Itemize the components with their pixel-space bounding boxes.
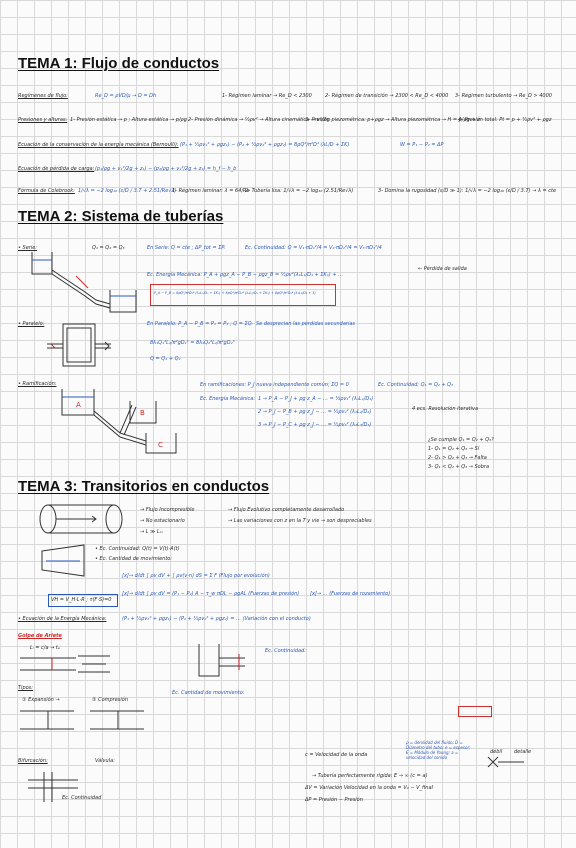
eq-golpe-ariete: Lᵢ = c/a → tₑ: [30, 645, 60, 651]
label-serie: • Serie:: [18, 245, 37, 251]
label-bernoulli: Ecuación de la conservación de la energí…: [18, 142, 179, 148]
label-ramificacion: • Ramificación:: [18, 381, 57, 387]
text-tuberia-rigida: → Tubería perfectamente rígida: E → ∞ (c…: [312, 773, 428, 779]
text-col-3: 3- Domina la rugosidad (ε/D ≫ 1): 1/√λ =…: [378, 188, 557, 194]
eq-serie-mecanica: Ec. Energía Mecánica: P_A + ρgz_A − P_B …: [147, 272, 344, 278]
text-celeridad-list: ρ = densidad del fluido; D = Diámetro de…: [406, 740, 471, 760]
eq-serie-box: P_A − P_B = 8ρQ²/π²D₁⁴ (λ₁L₁/D₁ + ΣK₁) +…: [154, 291, 316, 295]
label-tipos: Tipos:: [18, 685, 33, 691]
text-serie-perdida: ← Pérdida de salida: [418, 266, 467, 272]
label-ramificacion-mecanica: Ec. Energía Mecánica:: [200, 396, 256, 402]
text-reg-laminar: 1- Régimen laminar → Re_D < 2300: [222, 93, 312, 99]
text-ramificacion-q1: ¿Se cumple Q₁ = Q₂ + Q₃?: [428, 437, 494, 443]
text-evol-1: → Flujo Evolutivo completamente desarrol…: [228, 507, 345, 513]
bifurcacion-diagram: [26, 768, 81, 808]
eq-ramificacion-1: 1 → P_A − P_J + ρg z_A − … = ½ρv₁² (λ₁L₁…: [258, 396, 374, 402]
label-paralelo: • Paralelo:: [18, 321, 45, 327]
label-presiones: Presiones y alturas:: [18, 117, 68, 123]
text-flujo-2: → No estacionario: [140, 518, 185, 524]
label-bifurcacion: Bifurcación:: [18, 758, 48, 764]
text-tipo-compresion: ② Compresión: [92, 697, 129, 703]
section-title-tema-3: TEMA 3: Transitorios en conductos: [18, 478, 270, 495]
text-detalle: detalle: [514, 749, 532, 755]
text-pres-1: 1- Presión estática → p ; Altura estátic…: [70, 117, 187, 123]
serie-pipe-diagram: [30, 246, 140, 316]
text-pres-3: 3- Presión piezométrica: p+ρgz → Altura …: [305, 117, 480, 123]
reservoir-c-label: C: [158, 441, 163, 449]
paralelo-pipe-diagram: [45, 318, 115, 373]
golpe-ariete-diagram: [18, 652, 113, 688]
ramificacion-pipe-diagram: A B C: [60, 385, 180, 455]
text-serie-q: Q₁ = Q₂ = Q₃: [92, 245, 125, 251]
eq-paralelo: En Paralelo: P_A − P_B = P₁ = P₂ ; Q = Σ…: [147, 321, 253, 327]
text-ramificacion-resolucion: 4 ecs. Resolución iterativa: [412, 406, 479, 412]
eq-cmov-2: [x]→ d/dt ∫ ρv dV = (P₁ − P₂) A − τ_w πD…: [122, 591, 300, 597]
label-regimenes: Regímenes de flujo:: [18, 93, 68, 99]
text-cmov-t3: • Ec. Cantidad de movimiento:: [95, 556, 173, 562]
eq-bernoulli-w: W = P₁ − P₂ = ΔP: [400, 142, 444, 148]
text-celeridad: c = Velocidad de la onda: [305, 752, 368, 758]
label-continuidad-2: Ec. Continuidad:: [265, 648, 306, 654]
section-title-tema-1: TEMA 1: Flujo de conductos: [18, 55, 220, 72]
text-ec-continuidad-small: Ec. Continuidad: [62, 795, 102, 801]
eq-cmov-3: [x]→ … (Fuerzas de rozamiento): [310, 591, 391, 597]
label-cmov-2: Ec. Cantidad de movimiento:: [172, 690, 245, 696]
eq-ramificacion-continuidad: Ec. Continuidad: Q₁ = Q₂ + Q₃: [378, 382, 454, 388]
text-pres-2: 2- Presión dinámica → ½ρv² → Altura cine…: [188, 117, 330, 123]
text-pres-4: 4- Presión total: Pt = p + ½ρv² + ρgz: [458, 117, 552, 123]
reservoir-a-label: A: [76, 401, 81, 409]
volumen-control-diagram: [36, 543, 91, 578]
vl-box: [48, 594, 118, 607]
valvula-tanque-diagram: [195, 640, 250, 680]
eq-serie-continuidad: Ec. Continuidad: Q = V₁·πD₁²/4 = V₂·πD₂²…: [245, 245, 382, 251]
result-box-t3: [458, 706, 492, 717]
text-variacion-velocidad: ΔV = Variación Velocidad en la onda = V₀…: [305, 785, 433, 791]
text-debil: débil: [490, 749, 503, 755]
eq-reynolds: Re_D = ρVD/μ → D = Dh: [95, 93, 157, 99]
label-valvula: Válvula:: [95, 758, 115, 764]
eq-energia-mecanica: (P₁ + ½ρv₁² + ρgz₁) − (P₂ + ½ρv₂² + ρgz₂…: [122, 616, 311, 622]
text-reg-turbulento: 3- Régimen turbulento → Re_D > 4000: [455, 93, 552, 99]
text-continuidad-t3: • Ec. Continuidad: Q(t) = V(t)·A(t): [95, 546, 180, 552]
label-energia-mecanica: • Ecuación de la Energía Mecánica:: [18, 616, 107, 622]
text-ramificacion-q3: 2- Q₁ > Q₂ + Q₃ → Falta: [428, 455, 487, 461]
text-reg-transicion: 2- Régimen de transición → 2300 < Re_D <…: [325, 93, 449, 99]
text-paralelo-note: Se desprecian las pérdidas secundarias: [256, 321, 356, 327]
serie-result-box: [150, 284, 336, 306]
text-flujo-3: → L ≫ Lᵢₙ: [140, 529, 163, 535]
section-title-tema-2: TEMA 2: Sistema de tuberías: [18, 208, 224, 225]
text-variacion-presion: ΔP = Presión − Presión: [305, 797, 363, 803]
text-ramificacion-q4: 3- Q₁ < Q₂ + Q₃ → Sobra: [428, 464, 490, 470]
eq-ramificacion-2: 2 → P_J − P_B + ρg z_J − … = ½ρv₂² (λ₂L₂…: [258, 409, 372, 415]
text-ramificacion-q2: 1- Q₁ = Q₂ + Q₃ → Sí: [428, 446, 480, 452]
text-col-1: 1- Régimen laminar: λ = 64/Re: [172, 188, 250, 194]
text-col-2: 2- Tubería lisa: 1/√λ = −2 log₁₀ (2.51/R…: [245, 188, 354, 194]
text-tipo-expansion: ① Expansión →: [22, 697, 60, 703]
eq-bernoulli: (P₁ + ½ρv₁² + ρgz₁) − (P₂ + ½ρv₂² + ρgz₂…: [180, 142, 350, 148]
eq-paralelo-sub1: 8λ₁Q₁²L₁/π²gD₁⁵ = 8λ₂Q₂²L₂/π²gD₂⁵: [150, 340, 235, 346]
text-evol-2: → Las variaciones con z en la T y vie → …: [228, 518, 372, 524]
eq-ramificacion-3: 3 → P_J − P_C + ρg z_J − … = ½ρv₃² (λ₃L₃…: [258, 422, 372, 428]
eq-colebrook: 1/√λ = −2 log₁₀ (ε/D / 3.7 + 2.51/Re√λ): [78, 188, 177, 194]
eq-cmov-1: [x]→ d/dt ∫ ρv dV + ∫ ρv(v·n) dS = Σ F (…: [122, 573, 270, 579]
eq-serie: En Serie: Q = cte ; ΔP_tot = ΣPᵢ: [147, 245, 226, 251]
label-colebrook: Fórmula de Colebrook:: [18, 188, 75, 194]
label-golpe-ariete: Golpe de Ariete: [18, 633, 62, 639]
conducto-diagram: [36, 502, 126, 536]
tipos-diagram: [18, 705, 148, 735]
eq-ramificacion: En ramificaciones: P_J nueva independien…: [200, 382, 349, 388]
text-flujo-1: → Flujo Incompresible: [140, 507, 195, 513]
reservoir-b-label: B: [140, 409, 145, 417]
label-perdida: Ecuación de pérdida de carga:: [18, 166, 95, 172]
eq-perdida: (p₁/ρg + v₁²/2g + z₁) − (p₂/ρg + v₂²/2g …: [95, 166, 237, 172]
eq-paralelo-sub2: Q = Q₁ + Q₂: [150, 356, 181, 362]
cross-symbol-diagram: [486, 755, 526, 769]
text-vl: VH = V_H·L·R ; τ(F·S)=0: [51, 597, 112, 603]
